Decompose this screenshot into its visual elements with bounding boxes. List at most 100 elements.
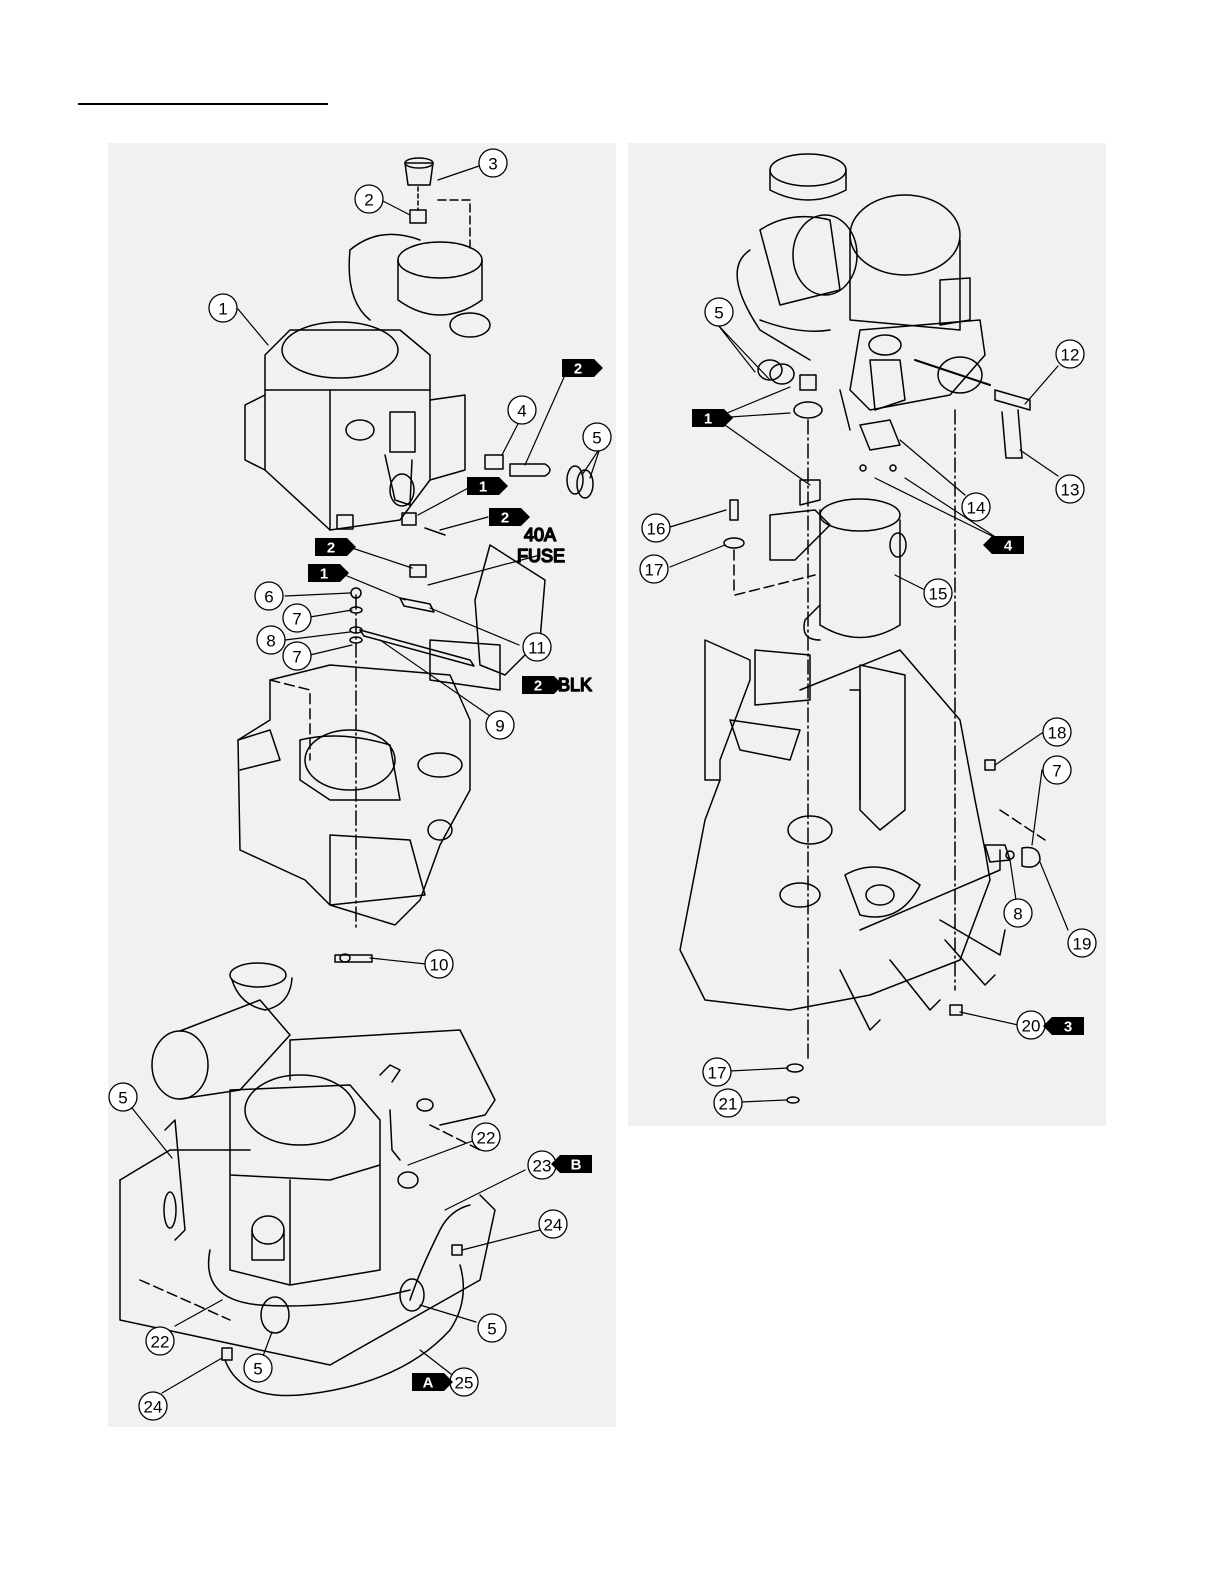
callout-number: 8 (266, 632, 275, 651)
callout-23: 23 (528, 1151, 556, 1179)
callout-5: 5 (583, 423, 611, 451)
callout-number: 9 (495, 717, 504, 736)
tag-B: B (551, 1155, 592, 1174)
callout-number: 13 (1061, 481, 1080, 500)
callout-7: 7 (283, 642, 311, 670)
tag-2: 2 (315, 538, 356, 557)
callout-17: 17 (640, 555, 668, 583)
tag-A: A (412, 1373, 453, 1392)
tag-shape (489, 508, 530, 526)
tag-shape (308, 564, 349, 582)
callout-21: 21 (714, 1089, 742, 1117)
callout-number: 5 (253, 1360, 262, 1379)
callout-number: 18 (1048, 724, 1067, 743)
callout-7: 7 (1043, 756, 1071, 784)
callout-number: 5 (592, 429, 601, 448)
tag-label: 1 (320, 566, 328, 583)
callout-5: 5 (705, 298, 733, 326)
muffler-assembly (724, 420, 906, 1060)
callout-number: 5 (714, 304, 723, 323)
callout-number: 12 (1061, 346, 1080, 365)
callout-number: 16 (647, 520, 666, 539)
tag-shape (692, 409, 733, 427)
callout-6: 6 (255, 582, 283, 610)
callout-number: 2 (364, 191, 373, 210)
tag-label: 2 (327, 540, 335, 557)
callout-1: 1 (209, 294, 237, 322)
engine-assembly-right (737, 154, 1030, 990)
tag-1: 1 (692, 409, 733, 428)
callout-12: 12 (1056, 340, 1084, 368)
tag-label: 1 (479, 479, 487, 496)
tag-2: 2 (522, 676, 563, 695)
callout-number: 8 (1013, 905, 1022, 924)
callout-number: 5 (118, 1089, 127, 1108)
tag-2: 2 (562, 359, 603, 378)
callout-22: 22 (146, 1327, 174, 1355)
callout-number: 3 (488, 155, 497, 174)
tag-label: 4 (1004, 538, 1013, 555)
callout-8: 8 (1004, 899, 1032, 927)
tag-label: 1 (704, 411, 712, 428)
fuse-label-fuse: FUSE (517, 546, 565, 566)
callout-8: 8 (257, 626, 285, 654)
callout-17: 17 (703, 1058, 731, 1086)
leader-lines (132, 165, 1068, 1393)
callout-2: 2 (355, 185, 383, 213)
tag-1: 1 (467, 477, 508, 496)
callout-number: 22 (477, 1129, 496, 1148)
callout-14: 14 (962, 493, 990, 521)
tag-shape (467, 477, 508, 495)
callout-22: 22 (472, 1123, 500, 1151)
callout-7: 7 (283, 604, 311, 632)
callout-number: 24 (544, 1216, 563, 1235)
callout-15: 15 (924, 579, 952, 607)
tag-2: 2 (489, 508, 530, 527)
tag-1: 1 (308, 564, 349, 583)
tag-label: 3 (1064, 1019, 1072, 1036)
frame-right (680, 640, 1045, 1103)
callout-10: 10 (425, 950, 453, 978)
callout-9: 9 (486, 711, 514, 739)
callout-25: 25 (450, 1368, 478, 1396)
callout-3: 3 (479, 149, 507, 177)
callout-5: 5 (109, 1083, 137, 1111)
callout-19: 19 (1068, 929, 1096, 957)
tag-shape (562, 359, 603, 377)
tag-shape (522, 676, 563, 694)
callout-number: 24 (144, 1398, 163, 1417)
engine-assembly-bottom (120, 963, 495, 1396)
callout-11: 11 (523, 633, 551, 661)
callout-number: 7 (292, 610, 301, 629)
callout-number: 23 (533, 1157, 552, 1176)
tag-label: 2 (574, 361, 582, 378)
frame-left (238, 545, 545, 962)
callout-number: 21 (719, 1095, 738, 1114)
callout-number: 10 (430, 956, 449, 975)
callout-number: 14 (967, 499, 986, 518)
callout-number: 6 (264, 588, 273, 607)
callout-5: 5 (244, 1354, 272, 1382)
callout-number: 17 (645, 561, 664, 580)
callout-5: 5 (478, 1314, 506, 1342)
callout-18: 18 (1043, 718, 1071, 746)
callout-number: 1 (218, 300, 227, 319)
tag-3: 3 (1043, 1017, 1084, 1036)
callout-4: 4 (508, 396, 536, 424)
tag-label: 2 (534, 678, 542, 695)
callout-number: 17 (708, 1064, 727, 1083)
callout-number: 20 (1022, 1017, 1041, 1036)
callout-13: 13 (1056, 475, 1084, 503)
callout-24: 24 (139, 1392, 167, 1420)
fuse-label-40a: 40A (524, 525, 556, 545)
tag-shape (315, 538, 356, 556)
callout-number: 7 (292, 648, 301, 667)
tag-label: 2 (501, 510, 509, 527)
tag-label: B (571, 1157, 582, 1174)
callout-number: 22 (151, 1333, 170, 1352)
tag-4: 4 (983, 536, 1024, 555)
callout-number: 15 (929, 585, 948, 604)
callout-number: 19 (1073, 935, 1092, 954)
